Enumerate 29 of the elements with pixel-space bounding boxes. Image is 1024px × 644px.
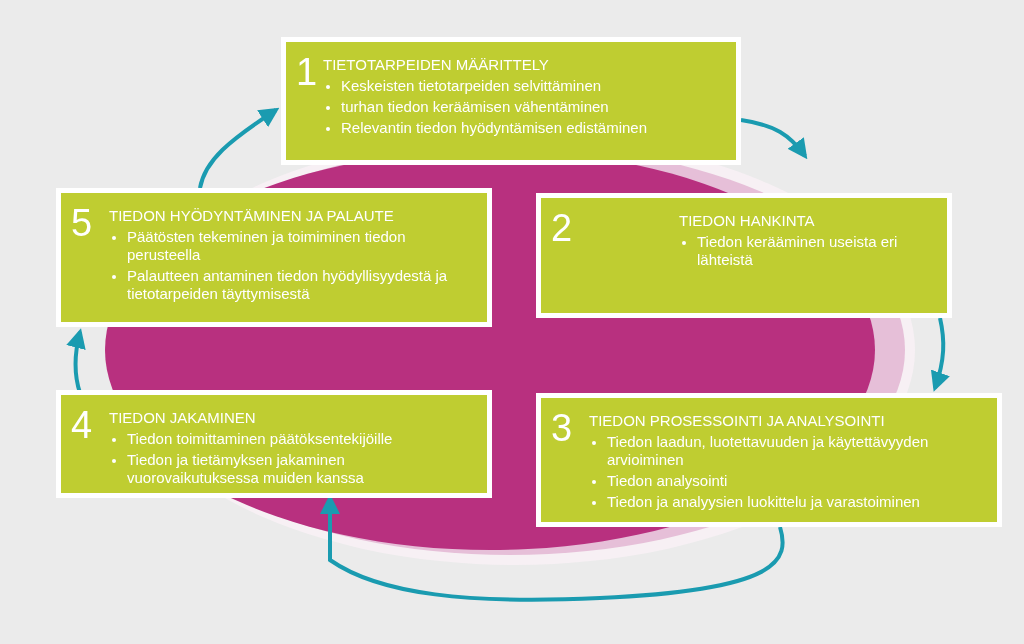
step-box bbox=[56, 188, 492, 327]
bullet-text: Relevantin tiedon hyödyntämisen edistäminen bbox=[341, 119, 648, 136]
step-number: 5 bbox=[71, 203, 93, 243]
step-heading: TIEDON JAKAMINEN bbox=[109, 409, 257, 427]
bullet-text: Tiedon toimittaminen päätöksentekijöille bbox=[127, 430, 393, 447]
step-number: 3 bbox=[551, 408, 573, 448]
bullet-text: Tiedon ja analyysien luokittelu ja varastoiminen bbox=[607, 493, 920, 510]
bullet-text: turhan tiedon keräämisen vähentäminen bbox=[341, 98, 609, 115]
step-box bbox=[536, 193, 952, 318]
step-box bbox=[536, 393, 1002, 527]
step-box bbox=[281, 37, 741, 165]
step-heading: TIETOTARPEIDEN MÄÄRITTELY bbox=[323, 56, 550, 74]
step-box bbox=[56, 390, 492, 498]
step-heading: TIEDON HYÖDYNTÄMINEN JA PALAUTE bbox=[109, 207, 395, 225]
bullet-text: Tiedon laadun, luotettavuuden ja käytettävyyden arvioiminen bbox=[607, 433, 929, 468]
step-heading: TIEDON PROSESSOINTI JA ANALYSOINTI bbox=[589, 412, 886, 430]
step-number: 4 bbox=[71, 405, 93, 445]
bullet-text: Palautteen antaminen tiedon hyödyllisyydestä ja tietotarpeiden täyttymisestä bbox=[127, 267, 448, 302]
step-number: 2 bbox=[551, 208, 573, 248]
bullet-text: Tiedon kerääminen useista eri lähteistä bbox=[697, 233, 898, 268]
bullet-text: Päätösten tekeminen ja toimiminen tiedon perusteella bbox=[127, 228, 406, 263]
cycle-arrow bbox=[740, 118, 808, 160]
bullet-text: Keskeisten tietotarpeiden selvittäminen bbox=[341, 77, 602, 94]
cycle-arrow bbox=[198, 107, 280, 189]
bullet-text: Tiedon ja tietämyksen jakaminen vuorovaikutuksessa muiden kanssa bbox=[127, 451, 364, 486]
step-number: 1 bbox=[296, 52, 318, 92]
bullet-text: Tiedon analysointi bbox=[607, 472, 728, 489]
step-heading: TIEDON HANKINTA bbox=[679, 212, 816, 230]
cycle-arrow bbox=[930, 317, 950, 392]
